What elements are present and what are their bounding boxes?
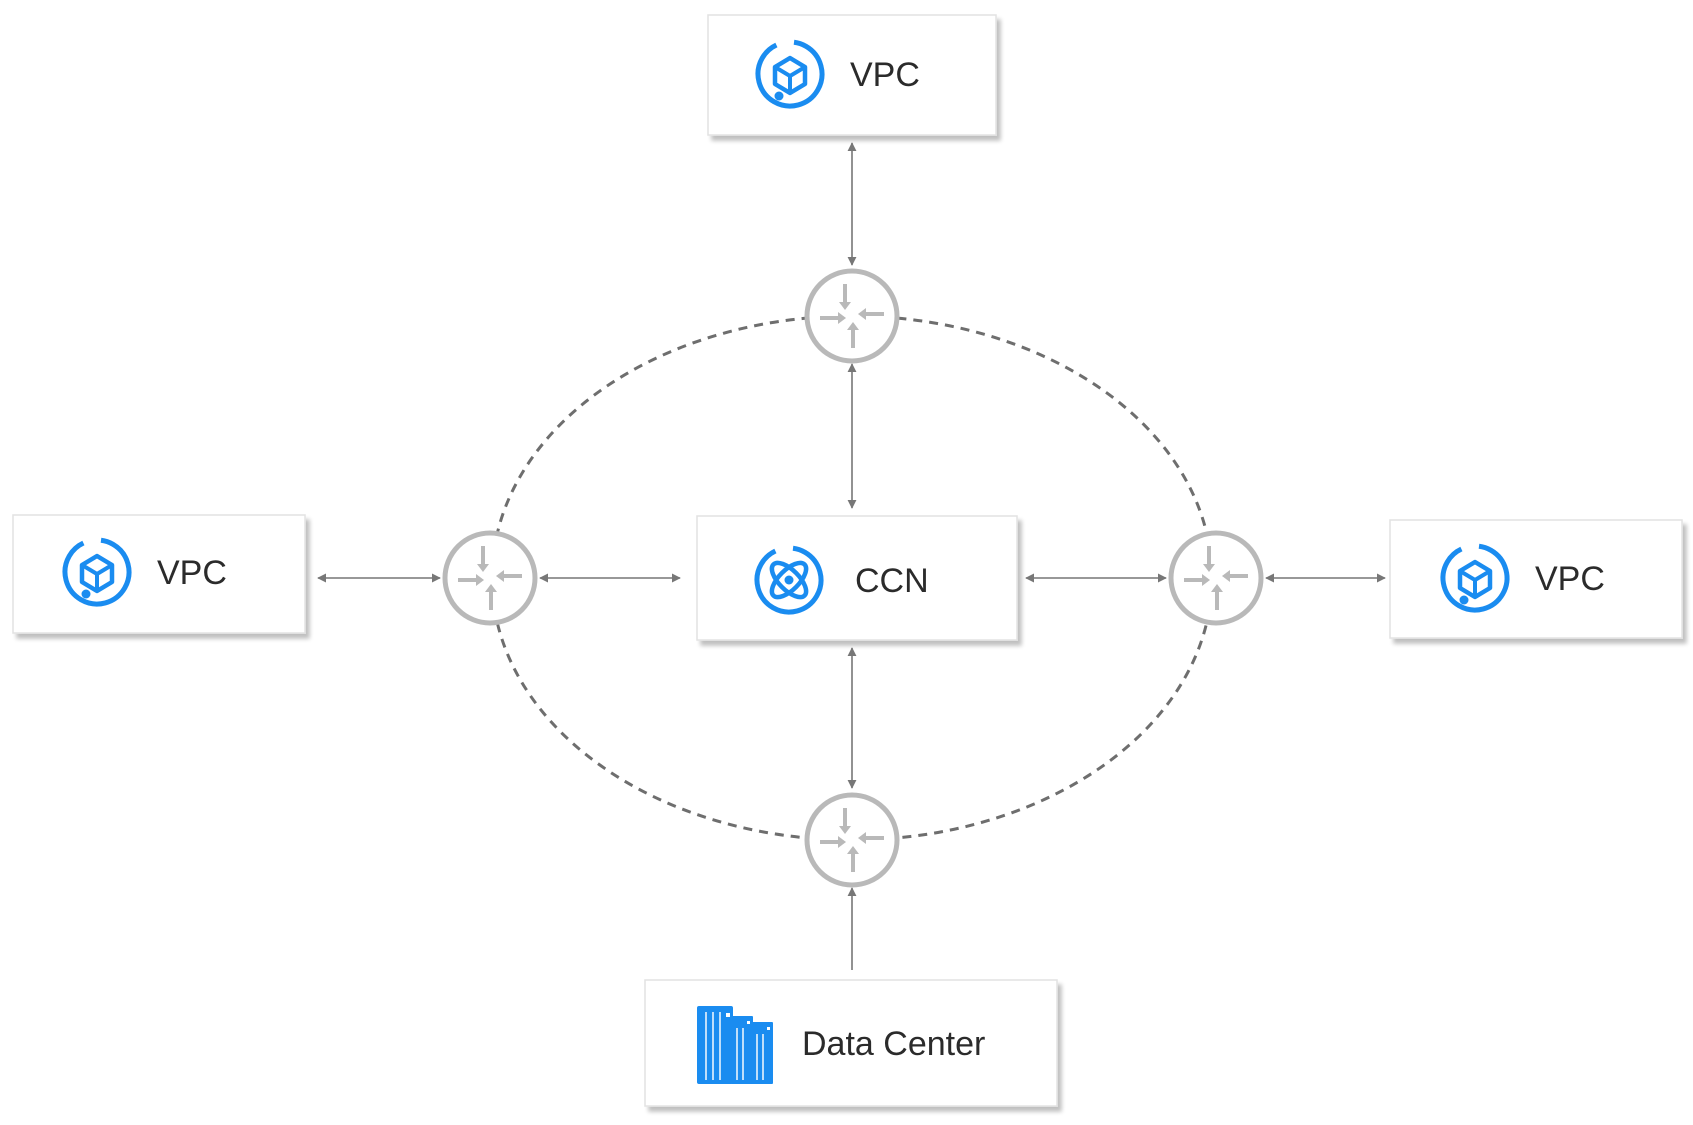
router-icon	[820, 808, 884, 872]
ccn-label: CCN	[855, 562, 929, 600]
data-center-label: Data Center	[802, 1025, 985, 1063]
vpc-right-label: VPC	[1535, 560, 1605, 598]
router-bottom[interactable]	[804, 792, 900, 888]
ccn-icon	[754, 545, 824, 615]
data-center-node[interactable]: Data Center	[644, 979, 1058, 1107]
vpc-top-label: VPC	[850, 56, 920, 94]
router-top[interactable]	[804, 268, 900, 364]
vpc-left-node[interactable]: VPC	[12, 514, 306, 634]
router-icon	[458, 546, 522, 610]
router-icon	[1184, 546, 1248, 610]
connectors	[317, 142, 1386, 970]
vpc-top-node[interactable]: VPC	[707, 14, 997, 136]
router-right[interactable]	[1168, 530, 1264, 626]
routers	[442, 268, 1264, 888]
data-center-icon	[697, 1006, 773, 1084]
vpc-right-node[interactable]: VPC	[1389, 519, 1683, 639]
router-left[interactable]	[442, 530, 538, 626]
router-icon	[820, 284, 884, 348]
ccn-node[interactable]: CCN	[696, 515, 1018, 641]
vpc-left-label: VPC	[157, 554, 227, 592]
